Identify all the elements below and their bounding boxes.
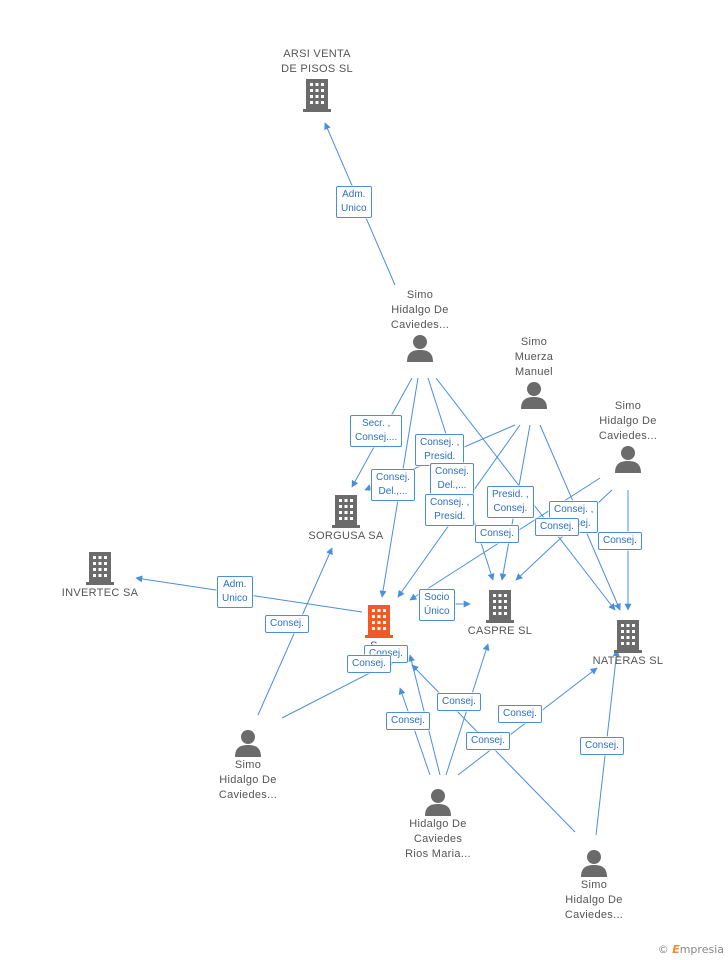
person-p2[interactable]: Simo Muerza Manuel bbox=[486, 335, 582, 410]
person-p5[interactable]: Hidalgo De Caviedes Rios Maria... bbox=[388, 787, 488, 862]
person-icon bbox=[407, 335, 433, 362]
person-icon bbox=[615, 446, 641, 473]
role-badge[interactable]: Socio Único bbox=[419, 589, 455, 621]
role-badge[interactable]: Consej. bbox=[598, 532, 642, 550]
building-icon bbox=[365, 605, 393, 638]
role-badge[interactable]: Consej. , Presid. bbox=[425, 494, 475, 526]
person-label: Simo Hidalgo De Caviedes... bbox=[598, 400, 658, 442]
role-badge[interactable]: Consej. bbox=[466, 732, 510, 750]
company-label: ARSI VENTA DE PISOS SL bbox=[281, 48, 353, 75]
company-label: SORGUSA SA bbox=[308, 530, 384, 542]
role-badge[interactable]: Consej. bbox=[498, 705, 542, 723]
copyright-symbol: © bbox=[657, 943, 669, 956]
brand-initial: E bbox=[672, 943, 680, 956]
company-invertec[interactable]: INVERTEC SA bbox=[48, 550, 152, 601]
brand-name: mpresia bbox=[679, 943, 724, 956]
role-badge[interactable]: Consej. bbox=[580, 737, 624, 755]
company-label: INVERTEC SA bbox=[61, 587, 139, 599]
role-badge[interactable]: Secr. , Consej.... bbox=[350, 415, 403, 447]
person-icon bbox=[425, 789, 451, 816]
role-badge[interactable]: Consej. bbox=[265, 615, 309, 633]
person-icon bbox=[235, 730, 261, 757]
person-p3[interactable]: Simo Hidalgo De Caviedes... bbox=[580, 399, 676, 474]
company-label: CASPRE SL bbox=[467, 625, 533, 637]
person-label: Simo Hidalgo De Caviedes... bbox=[218, 759, 278, 801]
role-badge[interactable]: Presid. , Consej. bbox=[487, 486, 534, 518]
building-icon bbox=[614, 620, 642, 653]
role-badge[interactable]: Adm. Unico bbox=[217, 576, 253, 608]
person-label: Simo Hidalgo De Caviedes... bbox=[564, 879, 624, 921]
role-badge[interactable]: Consej. bbox=[475, 525, 519, 543]
company-label: NATERAS SL bbox=[592, 655, 664, 667]
role-badge[interactable]: Consej. bbox=[535, 518, 579, 536]
person-p1[interactable]: Simo Hidalgo De Caviedes... bbox=[372, 288, 468, 363]
edge bbox=[398, 687, 431, 776]
building-icon bbox=[332, 495, 360, 528]
role-badge[interactable]: Consej. bbox=[437, 693, 481, 711]
person-icon bbox=[521, 382, 547, 409]
person-label: Hidalgo De Caviedes Rios Maria... bbox=[405, 818, 471, 860]
person-p4[interactable]: Simo Hidalgo De Caviedes... bbox=[200, 728, 296, 803]
role-badge[interactable]: Consej. bbox=[347, 655, 391, 673]
person-label: Simo Hidalgo De Caviedes... bbox=[390, 289, 450, 331]
role-badge[interactable]: Consej. Del.,... bbox=[371, 469, 415, 501]
brand-logo: © Empresia bbox=[658, 943, 724, 956]
role-badge[interactable]: Adm. Unico bbox=[336, 186, 372, 218]
building-icon bbox=[86, 552, 114, 585]
person-label: Simo Muerza Manuel bbox=[514, 336, 554, 378]
company-sorgusa[interactable]: SORGUSA SA bbox=[294, 493, 398, 544]
role-badge[interactable]: Consej. Del.,... bbox=[430, 463, 474, 495]
role-badge[interactable]: Consej. bbox=[386, 712, 430, 730]
role-badge[interactable]: Consej. , Presid. bbox=[415, 434, 465, 466]
company-nateras[interactable]: NATERAS SL bbox=[576, 618, 680, 669]
building-icon bbox=[303, 79, 331, 112]
company-caspre[interactable]: CASPRE SL bbox=[450, 588, 550, 639]
company-arsi[interactable]: ARSI VENTA DE PISOS SL bbox=[262, 47, 372, 113]
person-p6[interactable]: Simo Hidalgo De Caviedes... bbox=[546, 848, 642, 923]
building-icon bbox=[486, 590, 514, 623]
person-icon bbox=[581, 850, 607, 877]
